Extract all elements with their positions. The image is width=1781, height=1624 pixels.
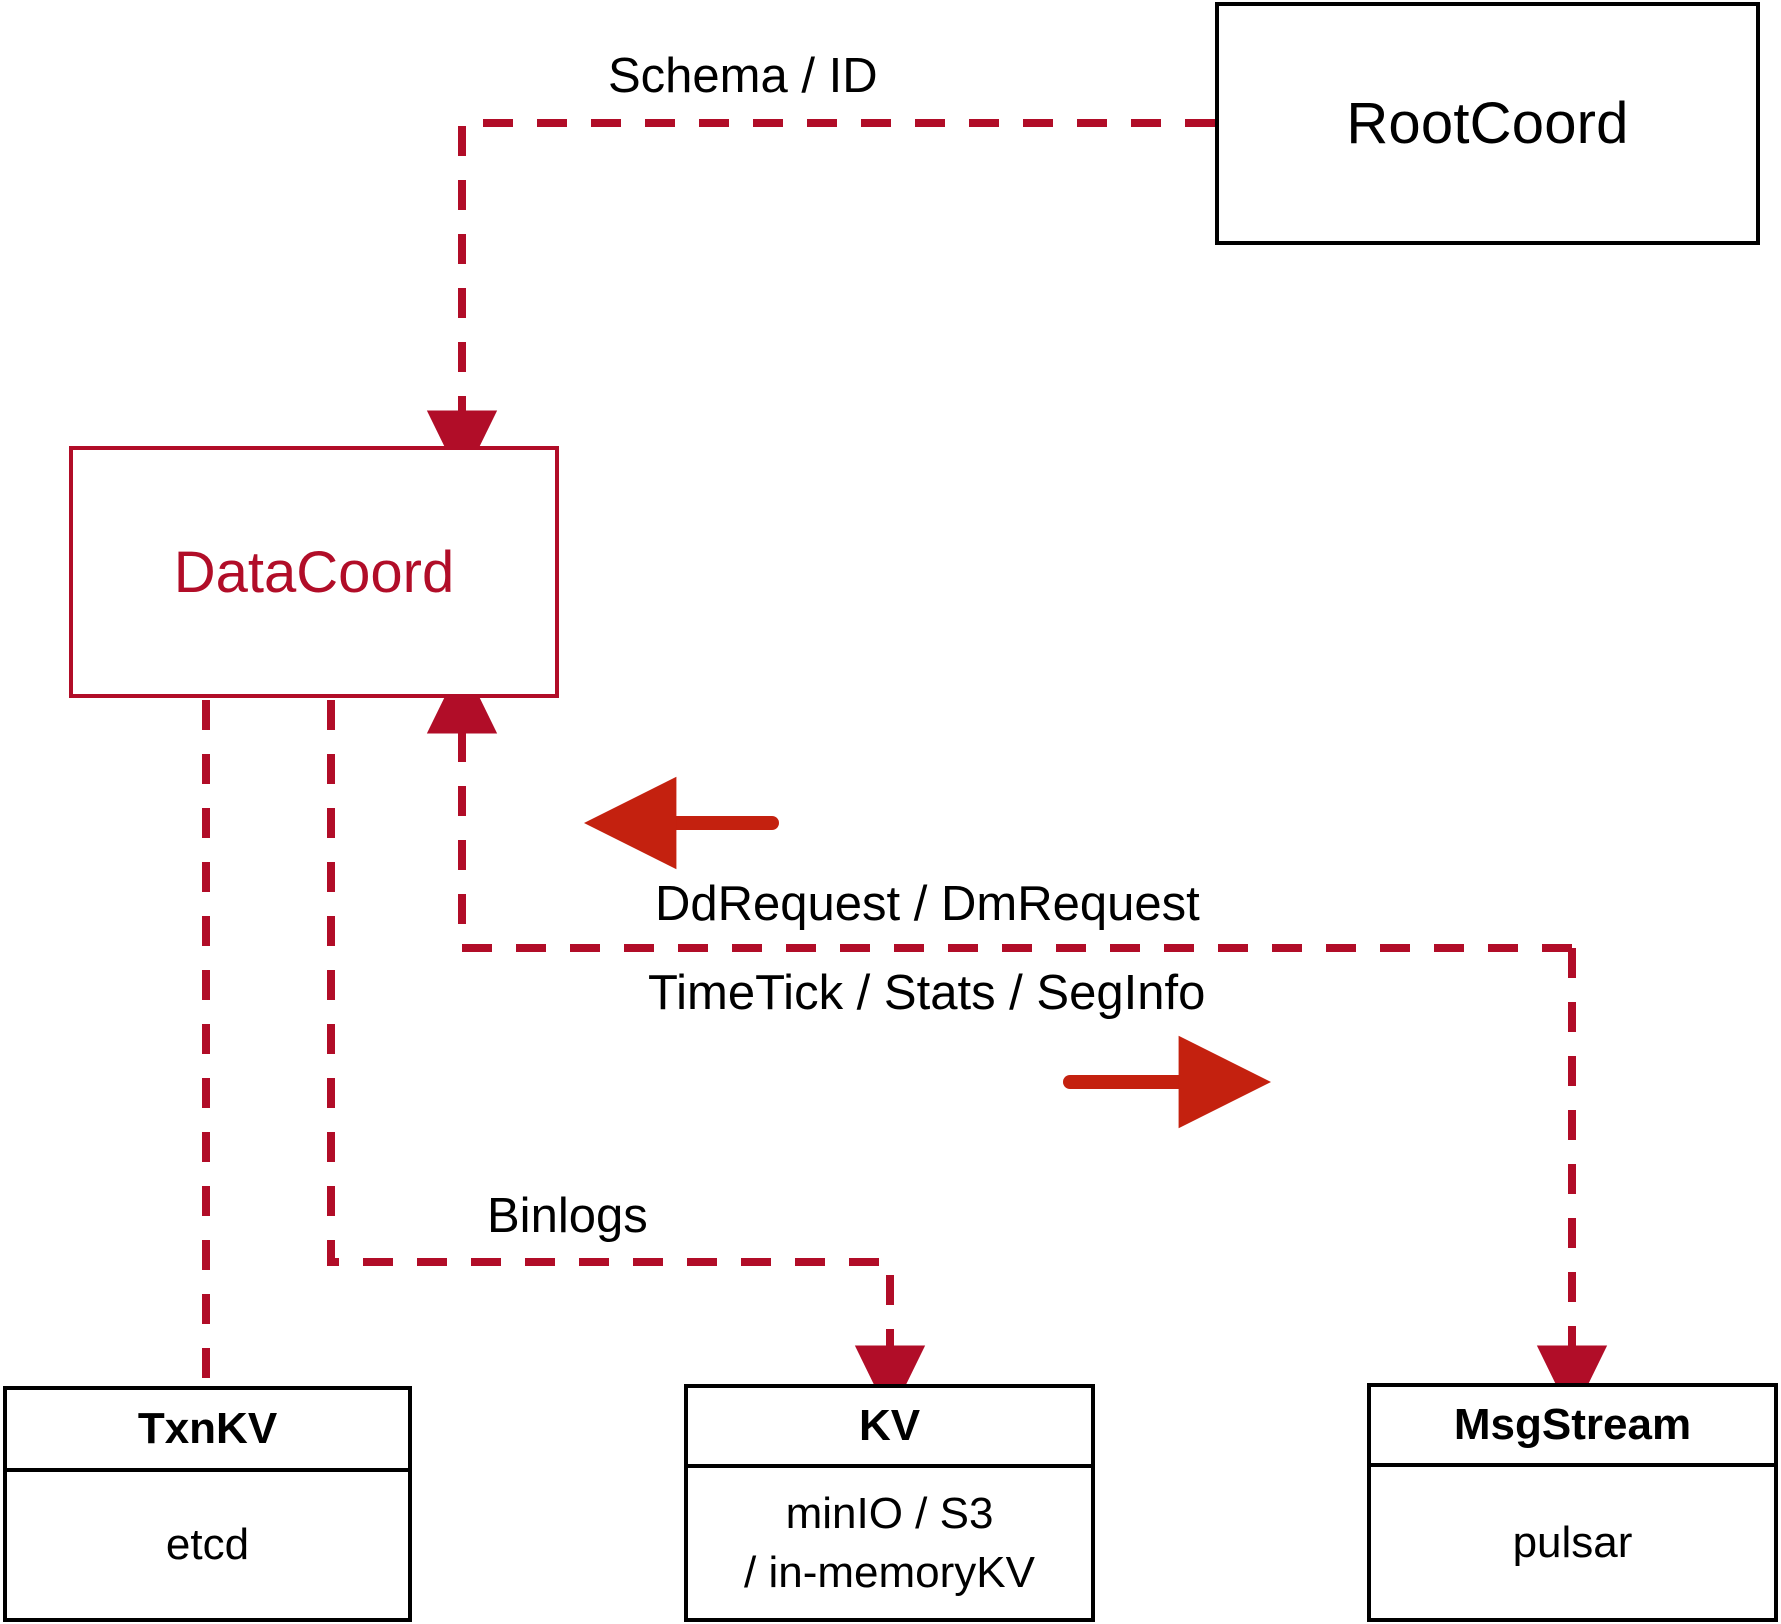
node-rootcoord[interactable]: RootCoord [1215, 2, 1760, 245]
node-kv-title: KV [688, 1388, 1091, 1468]
node-msgstream-line-0: pulsar [1512, 1517, 1633, 1567]
node-txnkv[interactable]: TxnKV etcd [3, 1386, 412, 1622]
node-kv-line-0: minIO / S3 [785, 1488, 994, 1538]
node-txnkv-line-0: etcd [165, 1520, 250, 1570]
node-kv-line-1: / in-memoryKV [744, 1548, 1035, 1597]
edge-label-schema-id: Schema / ID [608, 49, 878, 103]
edge-label-binlogs: Binlogs [487, 1189, 648, 1243]
node-datacoord[interactable]: DataCoord [69, 446, 559, 698]
edge-binlogs [327, 700, 926, 1418]
edge-schema-id [426, 119, 1215, 483]
node-txnkv-body: etcd [7, 1472, 408, 1618]
edge-label-timetick-stats-seginfo: TimeTick / Stats / SegInfo [648, 966, 1206, 1020]
node-msgstream-title: MsgStream [1371, 1387, 1774, 1467]
node-rootcoord-label: RootCoord [1346, 91, 1629, 156]
node-msgstream-body: pulsar [1371, 1467, 1774, 1618]
node-msgstream[interactable]: MsgStream pulsar [1367, 1383, 1778, 1622]
node-kv-body: minIO / S3 / in-memoryKV [688, 1468, 1091, 1618]
edge-dd-dm-request [426, 661, 1572, 952]
node-txnkv-title: TxnKV [7, 1390, 408, 1472]
edge-label-dd-dm-request: DdRequest / DmRequest [655, 877, 1200, 931]
node-datacoord-label: DataCoord [173, 539, 455, 605]
node-kv[interactable]: KV minIO / S3 / in-memoryKV [684, 1384, 1095, 1622]
